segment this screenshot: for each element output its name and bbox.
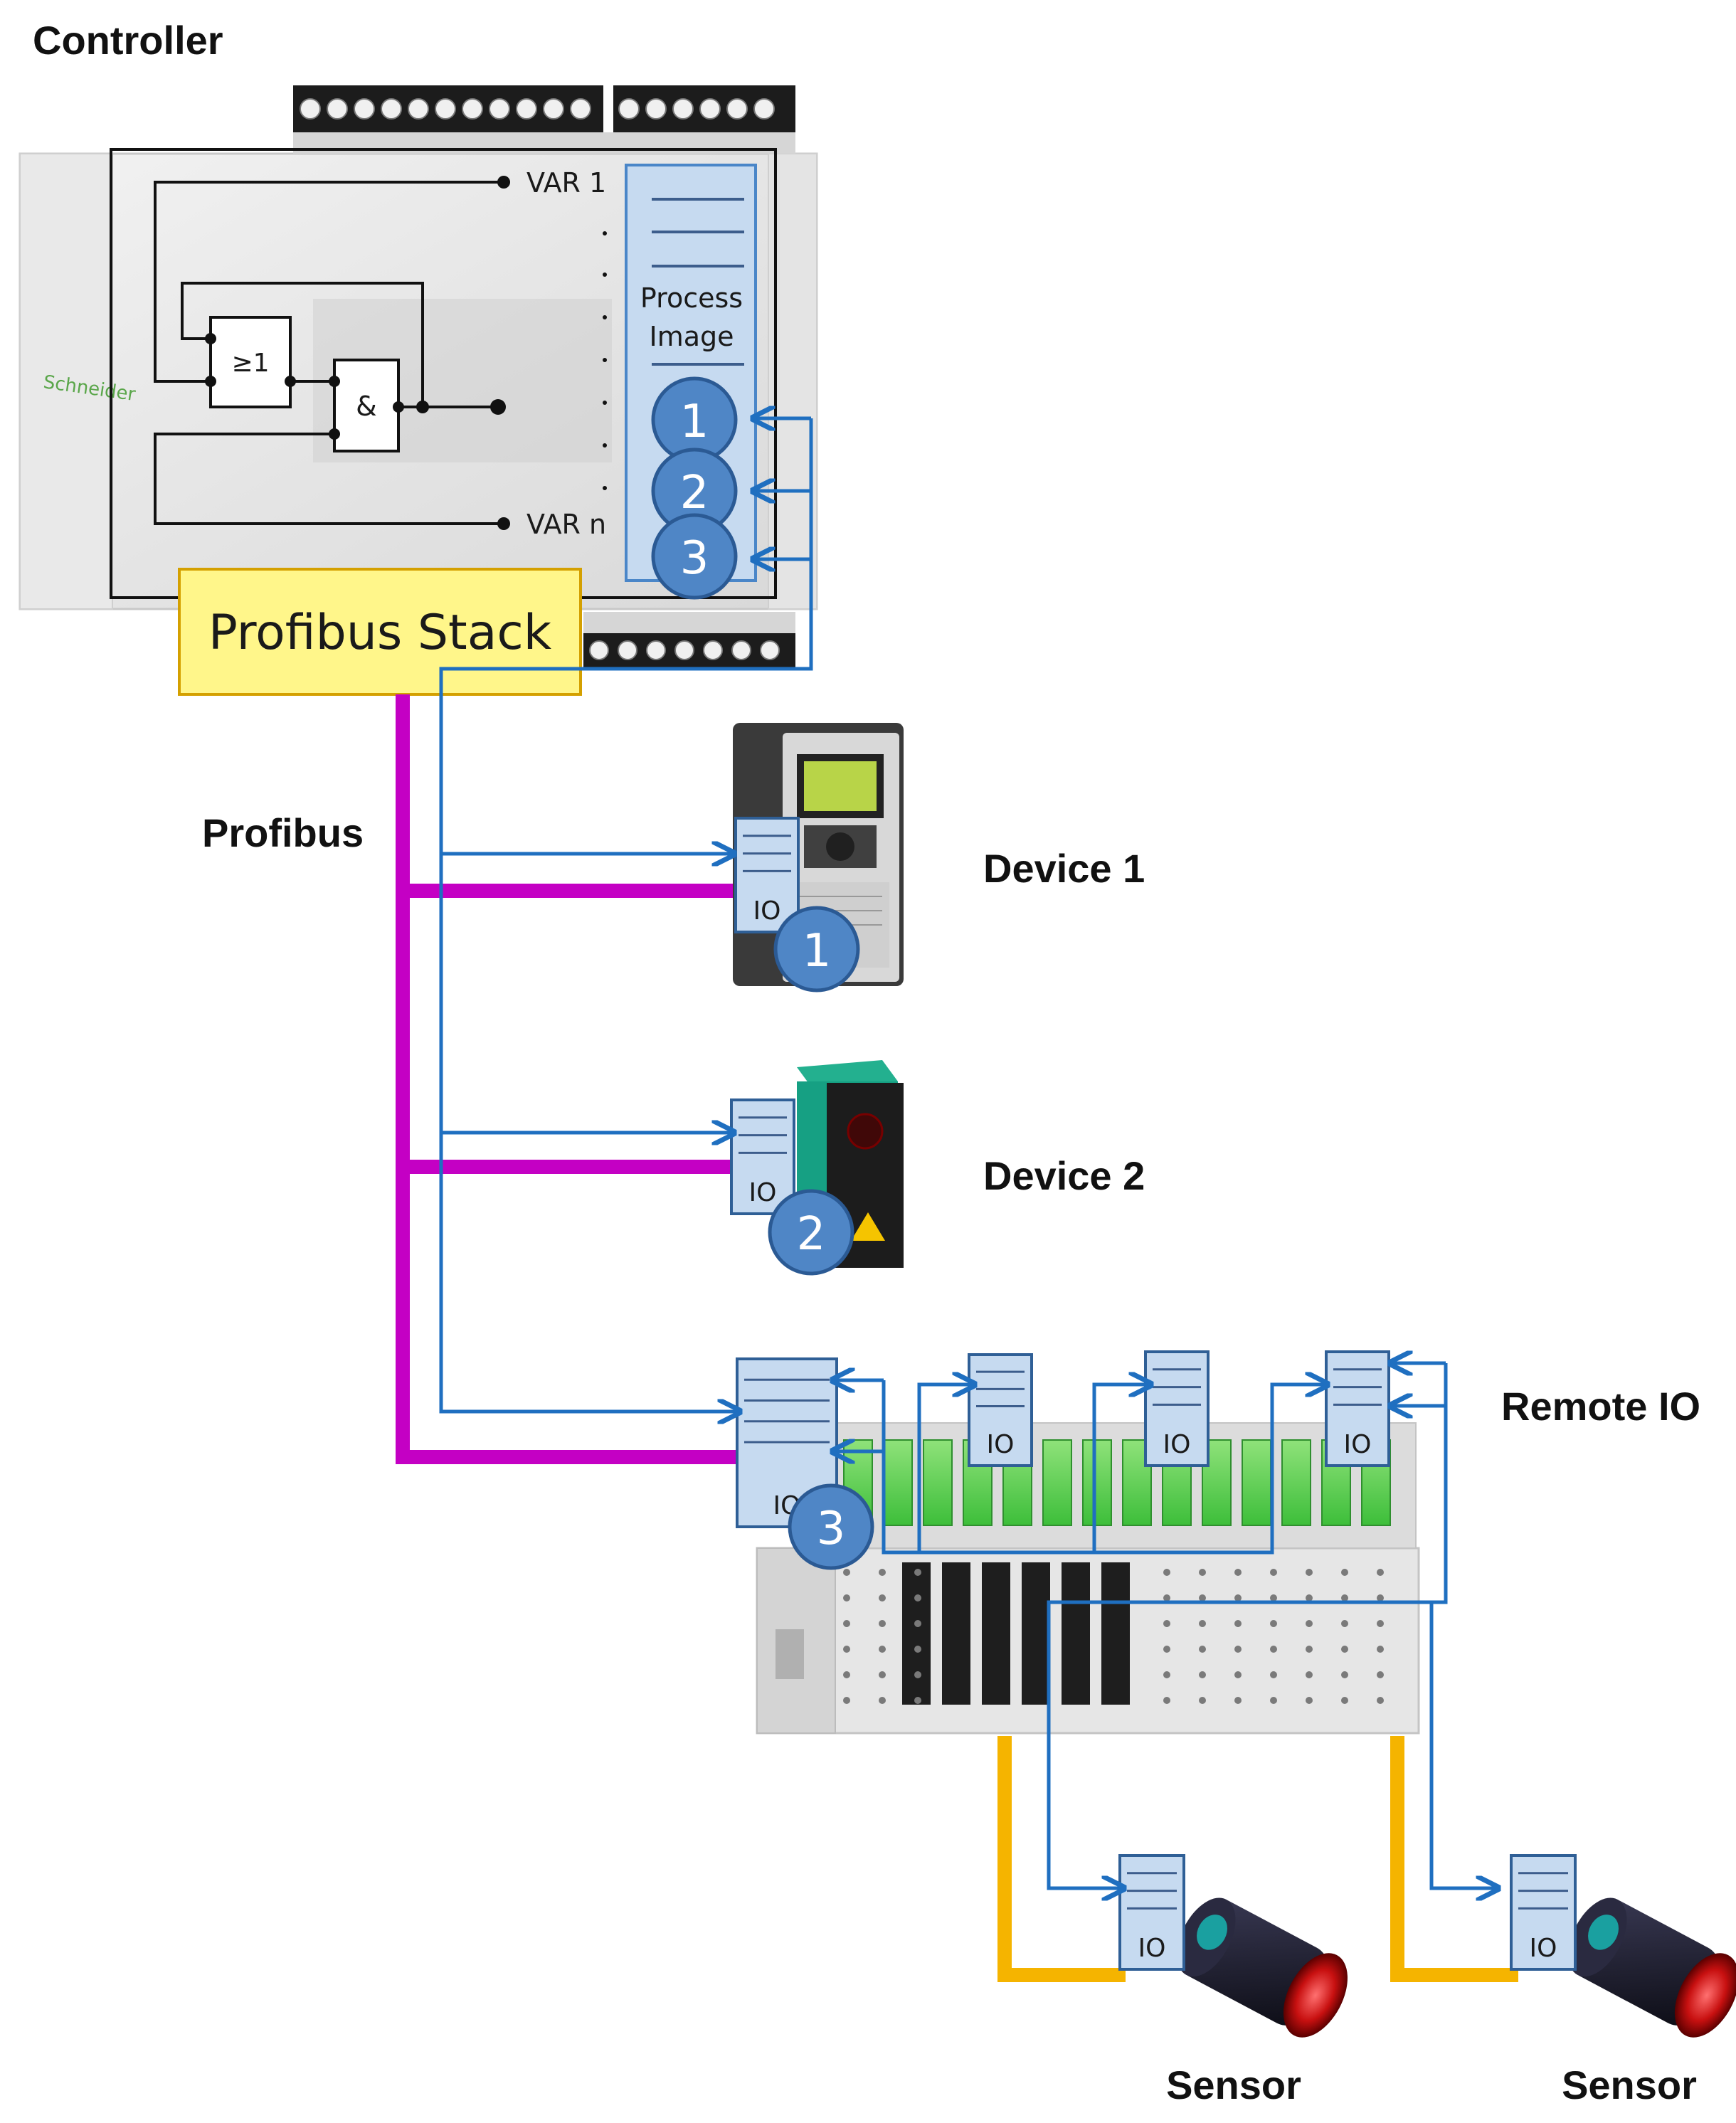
badge-pi-3-label: 3 [680,532,709,585]
io-block-remote-a-label: IO [987,1430,1015,1459]
badge-device-1-label: 1 [803,925,832,978]
or-gate-label: ≥1 [231,349,269,378]
badge-device-2-label: 2 [797,1208,826,1261]
io-block-device-2-label: IO [749,1178,777,1207]
profibus-stack-label: Profibus Stack [208,605,552,661]
profibus-stack-box [178,568,582,696]
badge-pi-3: 3 [651,513,738,600]
io-block-remote-b-label: IO [1163,1430,1191,1459]
profibus-bus [396,694,737,1464]
io-block-remote-a: IO [968,1353,1033,1467]
io-block-remote-c: IO [1325,1350,1390,1467]
io-block-remote-b: IO [1144,1350,1210,1467]
or-gate [209,316,292,408]
io-block-sensor-left: IO [1118,1854,1185,1971]
io-block-sensor-left-label: IO [1138,1934,1166,1963]
badge-remote-io-3: 3 [788,1483,874,1570]
logic-junctions [205,176,510,530]
process-image-label-2: Image [649,321,734,352]
cylindrical-sensor-icon [1177,1897,1348,2038]
process-image-label-1: Process [640,282,743,314]
profibus-label: Profibus [202,810,364,855]
badge-pi-1-label: 1 [680,396,709,448]
io-block-sensor-right: IO [1510,1854,1577,1971]
badge-remote-io-3-label: 3 [817,1503,846,1555]
sensor-right-label: Sensor [1562,2063,1697,2107]
data-flow-lines [439,418,1498,1888]
sensor-cables [997,1736,1518,1982]
io-block-device-2: IO [730,1098,795,1215]
controller-label: Controller [33,18,223,63]
process-image: Process Image [625,164,757,582]
badge-device-2: 2 [768,1189,854,1276]
io-block-remote-c-label: IO [1344,1430,1372,1459]
io-block-device-1: IO [734,817,800,933]
remote-io-rack-icon [756,1422,1420,1735]
io-block-sensor-right-label: IO [1530,1934,1557,1963]
io-block-device-1-label: IO [753,896,781,926]
var-ellipsis [603,231,607,490]
badge-device-1: 1 [773,906,860,992]
badge-pi-2-label: 2 [680,467,709,519]
and-gate-label: & [356,391,377,422]
sensor-left-label: Sensor [1166,2063,1301,2107]
logic-wires [154,181,504,525]
var-n-label: VAR n [526,509,606,540]
remote-io-label: Remote IO [1501,1384,1700,1429]
cylindrical-sensor-icon [1568,1897,1736,2038]
var-1-label: VAR 1 [526,167,606,198]
device-2-label: Device 2 [983,1153,1145,1198]
device-1-label: Device 1 [983,846,1145,891]
